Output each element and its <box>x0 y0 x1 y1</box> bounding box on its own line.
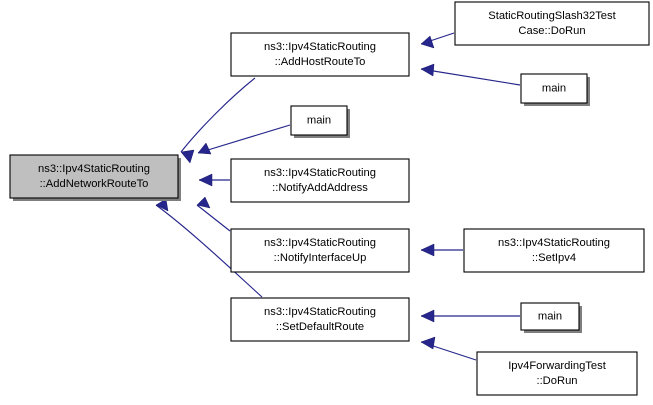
node-notify-add-address[interactable]: ns3::Ipv4StaticRouting::NotifyAddAddress <box>230 158 410 203</box>
edge-addhost-to-addnetwork <box>180 77 256 164</box>
node-static-routing-slash32-testcase-dorun-label-line2: Case::DoRun <box>518 25 585 37</box>
node-main-bottom-box[interactable] <box>520 302 580 331</box>
nodes-layer: ns3::Ipv4StaticRouting::AddNetworkRouteT… <box>9 1 650 396</box>
node-ipv4-forwarding-test-dorun-label-line2: ::DoRun <box>536 375 577 387</box>
edge-slash32-to-addhost-arrowhead-icon <box>420 35 435 49</box>
node-add-network-route-to[interactable]: ns3::Ipv4StaticRouting::AddNetworkRouteT… <box>9 154 181 201</box>
edge-setdefaultroute-to-addnetwork <box>155 198 263 298</box>
node-main-bottom[interactable]: main <box>520 302 582 333</box>
node-set-default-route-label-line1: ns3::Ipv4StaticRouting <box>264 306 376 318</box>
edge-mainbottom-to-setdefaultroute-arrowhead-icon <box>420 309 435 323</box>
node-main-middle[interactable]: main <box>290 105 350 138</box>
edge-addhost-to-addnetwork-arrowhead-icon <box>180 149 195 164</box>
node-set-ipv4-label-line2: ::SetIpv4 <box>532 252 576 264</box>
edge-mainbottom-to-setdefaultroute <box>420 309 520 323</box>
node-notify-add-address-box[interactable] <box>230 158 410 203</box>
edge-notifyinterfaceup-to-addnetwork <box>196 196 231 232</box>
node-main-top-label-line1: main <box>542 82 566 94</box>
node-main-top-box[interactable] <box>520 73 588 104</box>
node-main-middle-label-line1: main <box>307 114 331 126</box>
node-main-top[interactable]: main <box>520 73 590 106</box>
node-set-default-route-label-line2: ::SetDefaultRoute <box>276 321 364 333</box>
edge-maintop-to-addhost-arrowhead-icon <box>420 63 435 77</box>
node-add-host-route-to-label-line1: ns3::Ipv4StaticRouting <box>264 41 376 53</box>
node-main-middle-box[interactable] <box>290 105 348 136</box>
node-add-network-route-to-label-line1: ns3::Ipv4StaticRouting <box>38 163 150 175</box>
node-set-ipv4[interactable]: ns3::Ipv4StaticRouting::SetIpv4 <box>463 228 645 273</box>
edge-setipv4-to-notifyinterfaceup-arrowhead-icon <box>420 243 435 257</box>
edge-maintop-to-addhost-line <box>420 68 521 86</box>
edge-mainmid-to-addnetwork-line <box>197 124 291 154</box>
edge-notifyaddaddress-to-addnetwork <box>198 173 230 187</box>
node-add-host-route-to-box[interactable] <box>230 32 410 77</box>
node-set-ipv4-box[interactable] <box>463 228 645 273</box>
edge-addhost-to-addnetwork-line <box>180 77 256 153</box>
node-ipv4-forwarding-test-dorun[interactable]: Ipv4ForwardingTest::DoRun <box>476 351 638 396</box>
node-add-host-route-to[interactable]: ns3::Ipv4StaticRouting::AddHostRouteTo <box>230 32 410 77</box>
node-ipv4-forwarding-test-dorun-label-line1: Ipv4ForwardingTest <box>508 360 607 372</box>
node-notify-interface-up-label-line2: ::NotifyInterfaceUp <box>274 252 367 264</box>
node-static-routing-slash32-testcase-dorun-box[interactable] <box>454 1 650 46</box>
edge-mainmid-to-addnetwork <box>197 124 291 155</box>
node-add-network-route-to-label-line2: ::AddNetworkRouteTo <box>40 178 149 190</box>
node-set-ipv4-label-line1: ns3::Ipv4StaticRouting <box>498 237 610 249</box>
edge-slash32-to-addhost <box>420 32 455 49</box>
node-notify-add-address-label-line1: ns3::Ipv4StaticRouting <box>264 167 376 179</box>
node-add-network-route-to-box[interactable] <box>9 154 179 199</box>
node-add-host-route-to-label-line2: ::AddHostRouteTo <box>275 56 366 68</box>
node-set-default-route[interactable]: ns3::Ipv4StaticRouting::SetDefaultRoute <box>230 297 410 342</box>
edge-maintop-to-addhost <box>420 63 521 86</box>
edge-notifyinterfaceup-to-addnetwork-arrowhead-icon <box>196 196 211 209</box>
node-notify-interface-up-box[interactable] <box>230 228 410 273</box>
edge-mainmid-to-addnetwork-arrowhead-icon <box>197 142 212 155</box>
edge-notifyaddaddress-to-addnetwork-arrowhead-icon <box>198 173 213 187</box>
node-main-bottom-label-line1: main <box>538 310 562 322</box>
edges-layer <box>155 32 521 361</box>
node-ipv4-forwarding-test-dorun-box[interactable] <box>476 351 638 396</box>
edge-setdefaultroute-to-addnetwork-arrowhead-icon <box>155 198 169 212</box>
node-static-routing-slash32-testcase-dorun-label-line1: StaticRoutingSlash32Test <box>488 10 616 22</box>
edge-forwardingtest-to-setdefaultroute-arrowhead-icon <box>420 336 436 350</box>
node-notify-interface-up[interactable]: ns3::Ipv4StaticRouting::NotifyInterfaceU… <box>230 228 410 273</box>
edge-notifyinterfaceup-to-addnetwork-line <box>196 204 231 232</box>
node-notify-add-address-label-line2: ::NotifyAddAddress <box>272 182 368 194</box>
edge-setdefaultroute-to-addnetwork-line <box>155 204 263 298</box>
node-set-default-route-box[interactable] <box>230 297 410 342</box>
edge-setipv4-to-notifyinterfaceup <box>420 243 463 257</box>
node-notify-interface-up-label-line1: ns3::Ipv4StaticRouting <box>264 237 376 249</box>
edge-forwardingtest-to-setdefaultroute <box>420 336 477 361</box>
